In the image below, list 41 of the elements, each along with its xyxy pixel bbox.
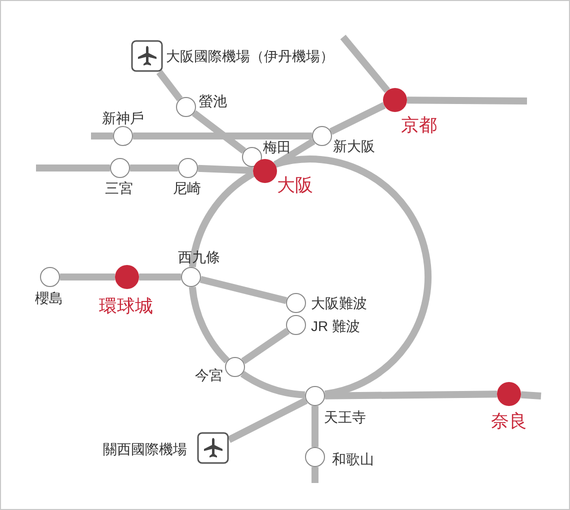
rail-line: [406, 96, 528, 104]
station-name: 尼崎: [173, 179, 201, 197]
rail-line: [139, 274, 181, 280]
rail-line: [312, 406, 318, 447]
rail-line: [312, 467, 318, 483]
station-name: JR 難波: [311, 317, 360, 335]
rail-line: [200, 276, 288, 304]
airport-name: 關西國際機場: [103, 440, 187, 458]
airport-name: 大阪國際機場（伊丹機場）: [166, 47, 334, 65]
station-name: 新大阪: [333, 137, 375, 155]
rail-line: [241, 328, 290, 364]
station-name: 大阪難波: [311, 294, 367, 312]
rail-line: [91, 132, 113, 140]
rail-line: [130, 164, 178, 172]
rail-line: [240, 370, 306, 398]
rail-line: [198, 164, 254, 174]
rail-line: [324, 390, 498, 400]
rail-line: [340, 34, 390, 93]
rail-line: [156, 70, 183, 102]
rail-line: [36, 164, 110, 172]
rail-line: [329, 102, 386, 135]
rail-line: [192, 110, 246, 154]
station-name: 京都: [401, 114, 437, 136]
station-name: 和歌山: [332, 450, 374, 468]
rail-line: [188, 286, 230, 364]
station-name: 今宮: [195, 366, 223, 384]
station-name: 梅田: [263, 138, 291, 156]
rail-line: [520, 391, 542, 400]
station-name: 奈良: [491, 410, 527, 432]
station-name: 櫻島: [35, 289, 63, 307]
station-name: 螢池: [199, 92, 227, 110]
rail-line: [133, 132, 312, 140]
rail-line: [60, 274, 115, 280]
station-name: 新神戶: [102, 109, 144, 127]
station-name: 天王寺: [324, 408, 366, 426]
station-name: 大阪: [277, 174, 313, 196]
station-name: 環球城: [99, 295, 153, 317]
rail-line: [188, 170, 255, 268]
rail-line: [227, 397, 308, 443]
station-name: 三宮: [105, 179, 133, 197]
station-name: 西九條: [178, 248, 220, 266]
